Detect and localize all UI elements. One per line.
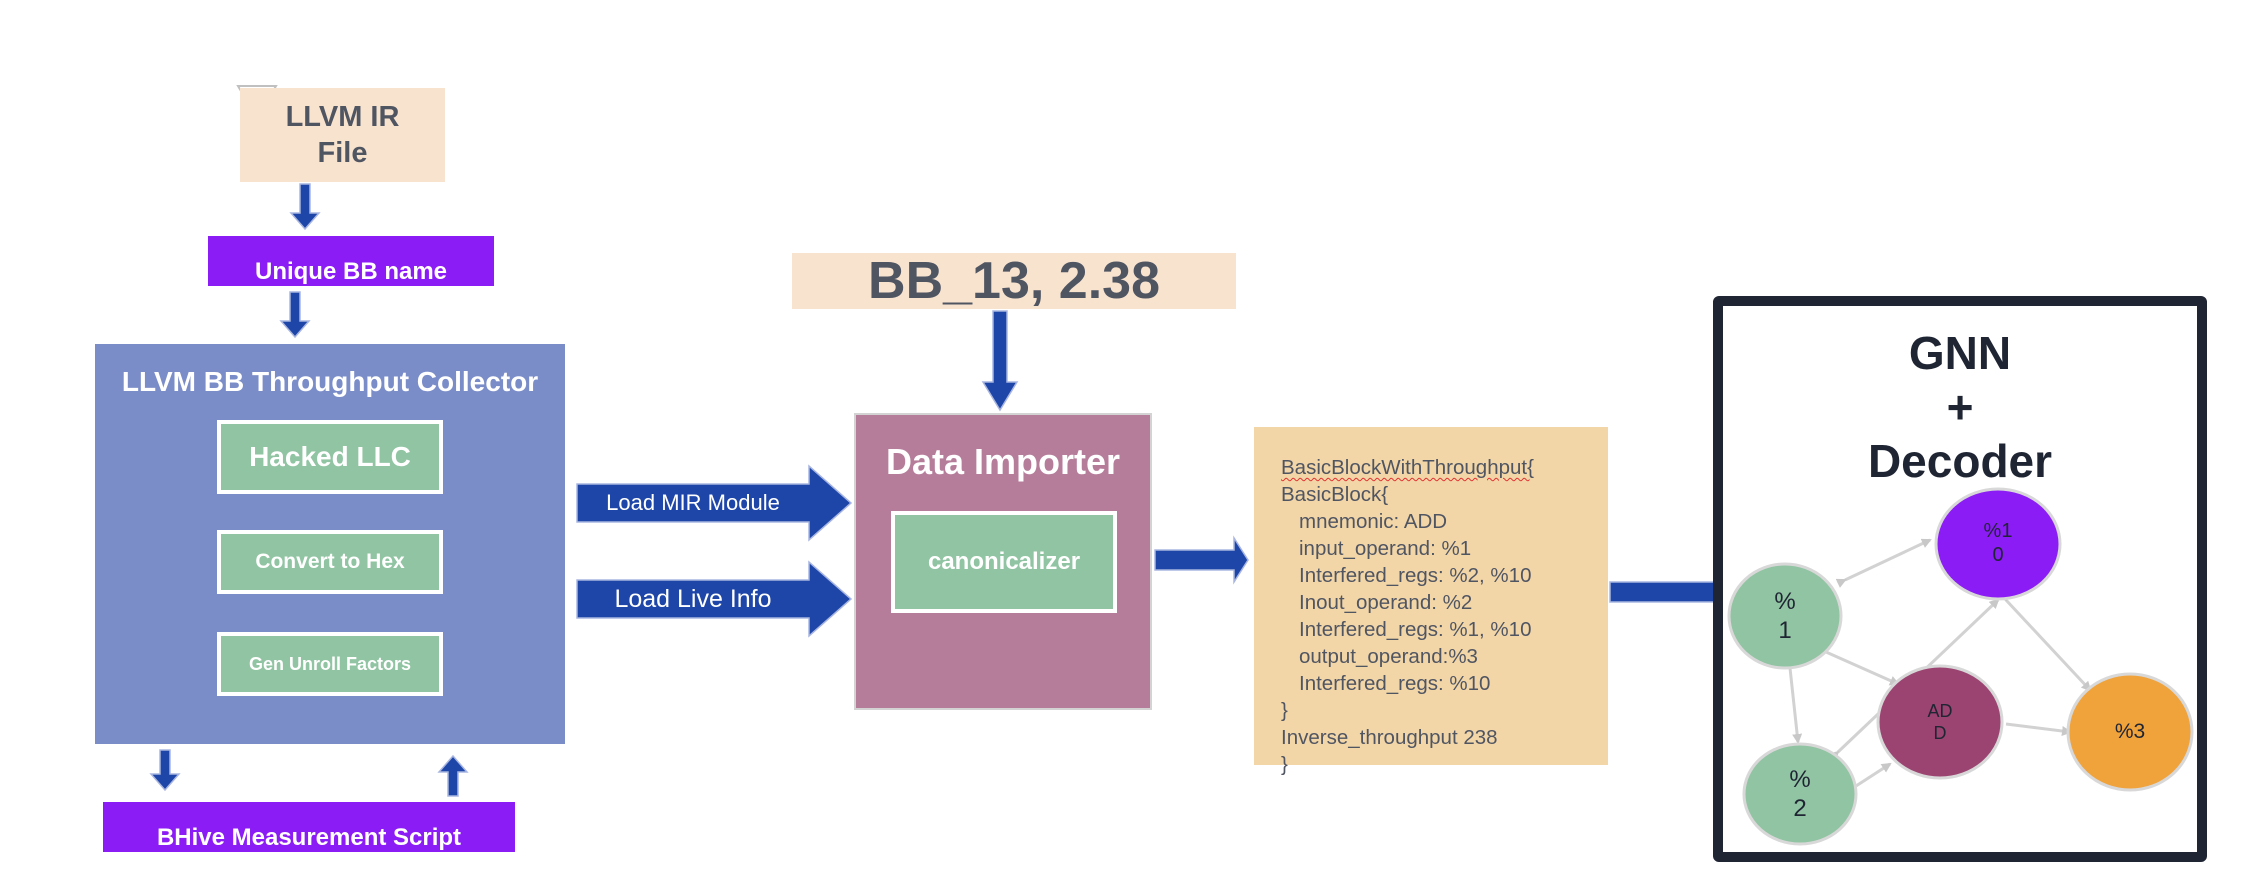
edge-1-add xyxy=(1825,650,1900,686)
edge-1-10 xyxy=(1835,538,1932,588)
arrow-ir-to-unique xyxy=(289,183,321,231)
llvm-ir-line2: File xyxy=(317,137,368,169)
collector-title: LLVM BB Throughput Collector xyxy=(121,366,539,397)
node-10 xyxy=(1934,487,2062,601)
convert-to-hex-box: Convert to Hex xyxy=(217,530,443,594)
arrow-bb13-to-importer xyxy=(981,310,1019,412)
gnn-title-line3: Decoder xyxy=(1867,435,2053,487)
code-header-text: BasicBlockWithThroughput{ xyxy=(1281,456,1534,479)
data-importer-box: Data Importer canonicalizer xyxy=(854,413,1152,710)
canonicalizer-box: canonicalizer xyxy=(891,511,1117,613)
node-1 xyxy=(1727,562,1843,670)
code-basic-block: BasicBlock{ xyxy=(1281,483,1389,506)
load-mir-label: Load MIR Module xyxy=(606,490,780,515)
llvm-ir-file-box: LLVM IR File xyxy=(240,88,445,182)
code-line: output_operand:%3 xyxy=(1299,645,1478,668)
arrow-load-live xyxy=(576,560,853,638)
node-3-label: %3 xyxy=(2068,712,2192,752)
code-line: Interfered_regs: %10 xyxy=(1299,672,1491,695)
code-line: input_operand: %1 xyxy=(1299,537,1472,560)
node-2-label: % 2 xyxy=(1744,762,1856,826)
arrow-unique-to-collector xyxy=(279,291,311,339)
node-10-label: %1 0 xyxy=(1936,512,2060,574)
code-header: BasicBlockWithThroughput{ xyxy=(1281,454,1608,481)
node-10-line2: 0 xyxy=(1992,544,2004,566)
edge-10-3 xyxy=(1996,590,2092,692)
throughput-collector-box: LLVM BB Throughput Collector Hacked LLC … xyxy=(95,344,565,744)
llvm-ir-line1: LLVM IR xyxy=(285,101,400,133)
node-2 xyxy=(1742,742,1858,846)
code-line: Inout_operand: %2 xyxy=(1299,591,1473,614)
node-add-label: AD D xyxy=(1878,694,2002,750)
node-1-line1: % xyxy=(1774,588,1796,615)
bhive-measurement-box: BHive Measurement Script xyxy=(103,802,515,852)
node-3 xyxy=(2066,672,2194,792)
load-live-label: Load Live Info xyxy=(614,584,772,613)
gnn-title-line1: GNN xyxy=(1908,327,2012,379)
node-add-line1: AD xyxy=(1927,701,1953,721)
code-line: mnemonic: ADD xyxy=(1299,510,1448,533)
node-add-line2: D xyxy=(1933,723,1947,743)
arrow-importer-to-code xyxy=(1154,535,1249,585)
node-2-line2: 2 xyxy=(1793,795,1807,822)
node-10-line1: %1 xyxy=(1983,520,2013,542)
node-1-line2: 1 xyxy=(1778,617,1792,644)
basic-block-code-box: BasicBlockWithThroughput{ BasicBlock{ mn… xyxy=(1254,427,1608,776)
code-close-outer: } xyxy=(1281,753,1288,776)
edge-add-3 xyxy=(2005,722,2072,736)
gnn-title-line2: + xyxy=(1946,381,1974,433)
code-close-inner: } xyxy=(1281,699,1288,722)
gen-unroll-factors-box: Gen Unroll Factors xyxy=(217,632,443,696)
node-3-line1: %3 xyxy=(2114,720,2146,743)
importer-title: Data Importer xyxy=(885,441,1121,482)
hacked-llc-box: Hacked LLC xyxy=(217,420,443,494)
bb-throughput-label: BB_13, 2.38 xyxy=(792,252,1236,310)
edge-2-add xyxy=(1855,762,1892,788)
arrow-load-mir xyxy=(576,464,853,542)
arrow-collector-to-bhive xyxy=(149,749,181,792)
code-line: Interfered_regs: %2, %10 xyxy=(1299,564,1532,587)
node-2-line1: % xyxy=(1789,766,1811,793)
unique-bb-name-box: Unique BB name xyxy=(208,236,494,286)
node-1-label: % 1 xyxy=(1729,584,1841,648)
edge-1-2 xyxy=(1784,659,1803,744)
gnn-title: GNN + Decoder xyxy=(1713,326,2207,488)
code-throughput: Inverse_throughput 238 xyxy=(1281,726,1498,749)
node-add xyxy=(1876,664,2004,780)
arrow-bhive-to-collector xyxy=(437,754,469,797)
code-line: Interfered_regs: %1, %10 xyxy=(1299,618,1532,641)
